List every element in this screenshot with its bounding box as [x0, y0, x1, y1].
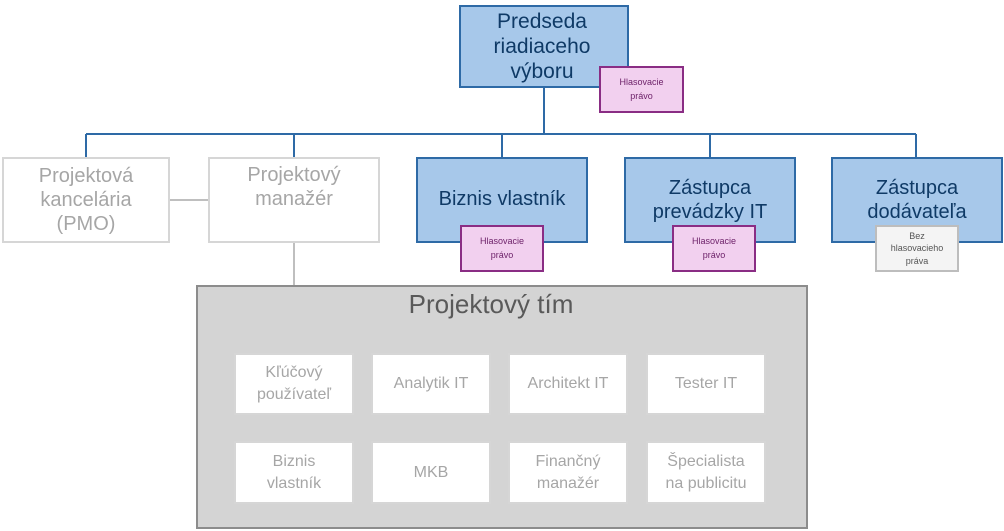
pmo-box: Projektová kancelária (PMO) [2, 157, 170, 243]
team-member-label: Biznis vlastník [266, 452, 322, 492]
supplier-no-vote-badge: Bez hlasovacieho práva [875, 225, 959, 272]
team-member-key-user: Kľúčový používateľ [234, 353, 354, 415]
governance-connectors [85, 88, 917, 157]
it-operations-voting-badge: Hlasovacie právo [672, 225, 756, 272]
team-member-label: Finančný manažér [535, 452, 601, 492]
pmo-label: Projektová kancelária (PMO) [38, 165, 134, 235]
team-member-it-tester: Tester IT [646, 353, 766, 415]
team-member-business-owner: Biznis vlastník [234, 441, 354, 504]
supplier-label: Zástupca dodávateľa [867, 177, 967, 223]
supplier-box: Zástupca dodávateľa [831, 157, 1003, 243]
team-member-publicity-specialist: Špecialista na publicitu [646, 441, 766, 504]
team-member-mkb: MKB [371, 441, 491, 504]
chair-voting-badge: Hlasovacie právo [599, 66, 684, 113]
team-member-label: Analytik IT [393, 375, 469, 393]
project-team-title: Projektový tím [408, 289, 574, 319]
supplier-no-vote-label: Bez hlasovacieho práva [890, 231, 944, 266]
chair-voting-label: Hlasovacie právo [619, 77, 664, 101]
it-operations-voting-label: Hlasovacie právo [691, 236, 737, 260]
business-owner-voting-badge: Hlasovacie právo [460, 225, 544, 272]
team-member-label: Kľúčový používateľ [256, 364, 332, 403]
project-manager-box: Projektový manažér [208, 157, 380, 243]
project-manager-label: Projektový manažér [247, 164, 341, 210]
team-member-finance-manager: Finančný manažér [508, 441, 628, 504]
business-owner-label: Biznis vlastník [438, 188, 566, 210]
it-operations-label: Zástupca prevádzky IT [652, 177, 768, 223]
chair-label: Predseda riadiaceho výboru [493, 9, 591, 84]
team-member-it-analyst: Analytik IT [371, 353, 491, 415]
team-member-it-architect: Architekt IT [508, 353, 628, 415]
team-member-label: MKB [413, 463, 449, 481]
management-connectors [170, 199, 295, 285]
business-owner-voting-label: Hlasovacie právo [479, 236, 525, 260]
team-member-label: Architekt IT [527, 375, 609, 393]
team-member-label: Tester IT [674, 375, 738, 393]
team-member-label: Špecialista na publicitu [665, 452, 747, 492]
